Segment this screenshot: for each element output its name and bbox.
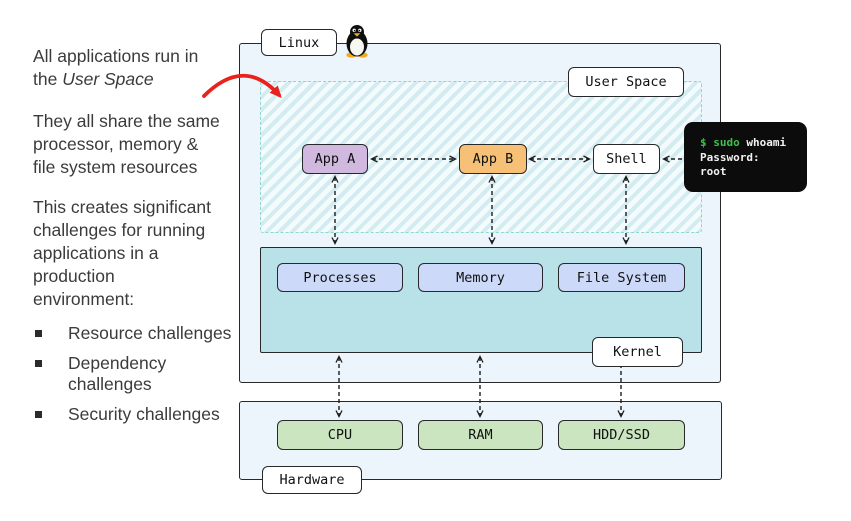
bullet-label: Dependency challenges	[68, 353, 167, 394]
app-b-box: App B	[459, 144, 527, 174]
terminal-line-2: Password:	[700, 150, 760, 164]
terminal-prompt: $ sudo	[700, 136, 740, 149]
shell-label: Shell	[606, 151, 647, 167]
note-p3-line5: environment:	[33, 289, 135, 309]
linux-label: Linux	[278, 34, 320, 51]
bullet-square-icon	[35, 360, 42, 367]
user-space-label: User Space	[585, 74, 667, 90]
note-paragraph-1: All applications run in the User Space	[33, 45, 243, 91]
processes-label: Processes	[303, 269, 377, 286]
kernel-label: Kernel	[613, 344, 662, 360]
user-space-label-tab: User Space	[568, 67, 684, 97]
linux-label-tab: Linux	[261, 29, 337, 56]
terminal-line-1: $ sudo whoami	[700, 136, 807, 151]
note-p3-line3: applications in a	[33, 243, 159, 263]
cpu-label: CPU	[327, 427, 353, 443]
file-system-box: File System	[558, 263, 685, 292]
note-p2-line3: file system resources	[33, 157, 198, 177]
note-paragraph-2: They all share the same processor, memor…	[33, 110, 243, 179]
hardware-label-tab: Hardware	[262, 466, 362, 494]
note-p1-user-space-italic: User Space	[62, 69, 154, 89]
note-p3-line4: production	[33, 266, 115, 286]
memory-box: Memory	[418, 263, 543, 292]
memory-label: Memory	[456, 269, 505, 286]
terminal-window: $ sudo whoami Password: root	[684, 122, 807, 192]
hdd-ssd-label: HDD/SSD	[593, 427, 650, 443]
note-p2-line2: processor, memory &	[33, 134, 199, 154]
list-item: Resource challenges	[33, 323, 243, 344]
processes-box: Processes	[277, 263, 403, 292]
app-a-label: App A	[314, 151, 356, 167]
app-b-label: App B	[472, 151, 514, 167]
file-system-label: File System	[576, 269, 667, 286]
bullet-square-icon	[35, 330, 42, 337]
bullet-square-icon	[35, 411, 42, 418]
kernel-label-tab: Kernel	[592, 337, 683, 367]
cpu-box: CPU	[277, 420, 403, 450]
note-p2-line1: They all share the same	[33, 111, 220, 131]
list-item: Security challenges	[33, 404, 243, 425]
list-item: Dependency challenges	[33, 353, 243, 395]
ram-box: RAM	[418, 420, 543, 450]
note-column: All applications run in the User Space T…	[33, 45, 243, 434]
bullet-label: Resource challenges	[68, 323, 232, 343]
bullet-label: Security challenges	[68, 404, 220, 424]
ram-label: RAM	[468, 427, 493, 443]
hdd-ssd-box: HDD/SSD	[558, 420, 685, 450]
hardware-label: Hardware	[279, 472, 345, 488]
tux-penguin-icon	[346, 25, 368, 58]
app-a-box: App A	[302, 144, 368, 174]
terminal-command: whoami	[739, 136, 787, 149]
bullet-list: Resource challenges Dependency challenge…	[33, 323, 243, 425]
shell-box: Shell	[593, 144, 660, 174]
note-p3-line1: This creates significant	[33, 197, 211, 217]
note-p1-line2-prefix: the	[33, 69, 63, 89]
note-p1-line1: All applications run in	[33, 46, 199, 66]
note-paragraph-3: This creates significant challenges for …	[33, 196, 243, 311]
terminal-line-3: root	[700, 165, 727, 178]
note-p3-line2: challenges for running	[33, 220, 206, 240]
